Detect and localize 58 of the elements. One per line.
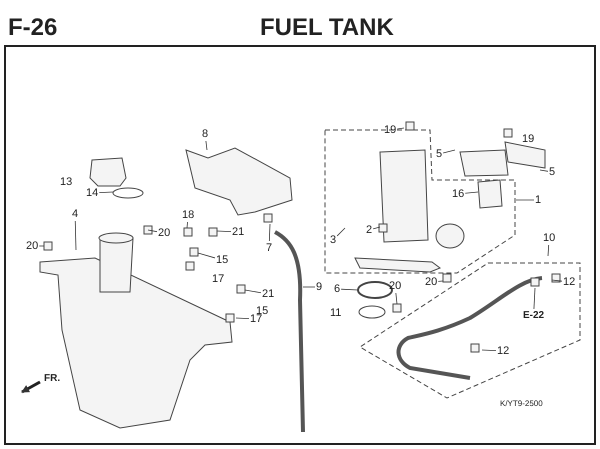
- callout-number: 2: [366, 224, 372, 236]
- leader-line: [340, 288, 358, 290]
- leader-line: [302, 286, 316, 288]
- leader-line: [464, 192, 478, 194]
- callout-number: 17: [250, 313, 262, 325]
- title: FUEL TANK: [260, 14, 394, 42]
- callout-number: 20: [26, 240, 38, 252]
- callout-number: 8: [202, 128, 208, 140]
- leader-line: [372, 226, 380, 230]
- callout-number: 19: [384, 124, 396, 136]
- leader-line: [540, 170, 548, 172]
- drawing-code: K/YT9-2500: [500, 398, 543, 410]
- leader-line: [198, 252, 216, 258]
- direction-label: FR.: [44, 372, 60, 386]
- callout-number: 21: [262, 288, 274, 300]
- callout-number: 16: [452, 188, 464, 200]
- leader-line: [438, 280, 444, 282]
- leader-line: [548, 244, 550, 256]
- leader-line: [442, 150, 456, 154]
- callout-number: 6: [334, 283, 340, 295]
- callout-number: 10: [543, 232, 556, 244]
- callout-number: 17: [212, 272, 224, 287]
- leader-line: [244, 290, 262, 294]
- leader-line: [534, 288, 536, 310]
- title-code: F-26: [8, 14, 58, 42]
- leader-line: [186, 222, 188, 228]
- callout-number: 14: [86, 187, 98, 199]
- leader-line: [268, 224, 270, 242]
- callout-number: 13: [60, 175, 72, 190]
- callout-number: 19: [522, 132, 534, 147]
- callout-number: 9: [316, 281, 322, 293]
- callout-number: 11: [330, 306, 342, 321]
- callout-number: 5: [549, 166, 556, 178]
- leader-line: [396, 128, 404, 130]
- leader-line: [482, 350, 496, 352]
- callout-number: 4: [72, 208, 78, 220]
- callout-number: 21: [232, 226, 244, 238]
- leader-line: [395, 292, 398, 304]
- callout-number: 15: [216, 254, 228, 266]
- reference-label: E-22: [523, 310, 544, 322]
- callout-number: 20: [425, 276, 438, 288]
- leader-line: [206, 140, 208, 150]
- callout-number: 5: [436, 148, 442, 160]
- callout-number: 1: [535, 194, 542, 206]
- callout-number: 18: [182, 209, 194, 221]
- leader-line: [98, 192, 114, 194]
- leader-line: [74, 220, 76, 250]
- callout-number: 3: [330, 234, 336, 246]
- leader-line: [336, 228, 346, 236]
- leader-line: [236, 318, 250, 320]
- callout-number: 12: [497, 345, 510, 357]
- leader-line: [148, 230, 158, 232]
- callout-number: 20: [389, 280, 402, 292]
- leader-line: [552, 280, 562, 282]
- leader-line: [216, 230, 232, 232]
- callout-number: 12: [563, 276, 576, 288]
- callout-number: 7: [266, 242, 272, 254]
- callout-number: 20: [158, 227, 170, 239]
